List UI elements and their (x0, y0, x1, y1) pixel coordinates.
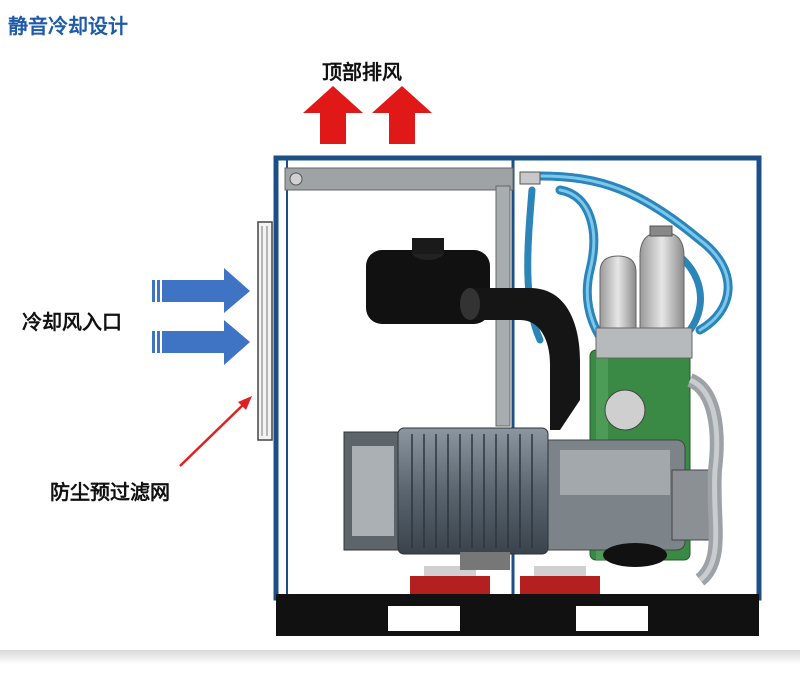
page-title: 静音冷却设计 (8, 14, 128, 38)
filter-pointer (179, 396, 252, 467)
floor-shadow (0, 650, 800, 664)
electric-motor (343, 427, 549, 570)
dust-filter-label: 防尘预过滤网 (50, 480, 170, 504)
cooling-air-inlet-label: 冷却风入口 (22, 310, 122, 334)
discharge-pipe (686, 373, 724, 586)
top-exhaust-label: 顶部排风 (322, 60, 402, 84)
base-skid (276, 566, 759, 636)
up-arrow-icon (303, 86, 363, 144)
right-arrow-icon (152, 320, 250, 365)
oil-filter-cartridges (595, 225, 693, 359)
air-intake-filter (366, 238, 580, 430)
compressor-airend (539, 389, 719, 567)
dust-prefilter-panel (257, 221, 273, 441)
right-arrow-icon (152, 268, 250, 313)
up-arrow-icon (372, 86, 432, 144)
